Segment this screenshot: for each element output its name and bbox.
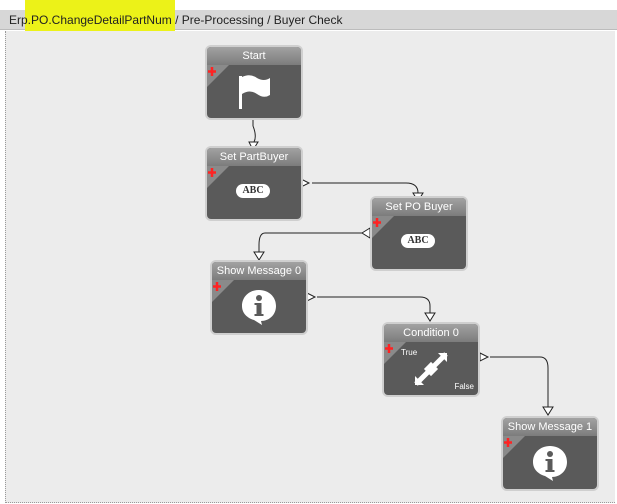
add-icon[interactable]: [207, 166, 229, 188]
add-icon[interactable]: [503, 436, 525, 458]
node-title: Show Message 1: [503, 418, 597, 436]
add-icon[interactable]: [207, 65, 229, 87]
flag-icon: [239, 75, 270, 109]
add-icon[interactable]: [372, 216, 394, 238]
breadcrumb: Erp.PO.ChangeDetailPartNum / Pre-Process…: [9, 13, 342, 27]
add-icon[interactable]: [384, 342, 406, 364]
set-field-icon: ABC: [401, 234, 435, 248]
node-show-message-0[interactable]: Show Message 0: [212, 262, 306, 333]
add-icon[interactable]: [212, 280, 234, 302]
node-title: Show Message 0: [212, 262, 306, 280]
info-bubble-icon: [242, 290, 276, 325]
node-condition-0[interactable]: Condition 0 True False: [384, 324, 478, 395]
breadcrumb-path: / Pre-Processing / Buyer Check: [171, 13, 343, 27]
breadcrumb-highlight: [25, 0, 175, 37]
breadcrumb-method[interactable]: Erp.PO.ChangeDetailPartNum: [9, 13, 172, 27]
node-title: Condition 0: [384, 324, 478, 342]
node-title: Start: [207, 47, 301, 65]
node-set-partbuyer[interactable]: Set PartBuyer ABC: [207, 148, 301, 219]
true-port-label: True: [401, 348, 418, 357]
node-title: Set PO Buyer: [372, 198, 466, 216]
condition-arrow-icon: [414, 352, 448, 386]
false-port-label: False: [454, 382, 474, 391]
node-show-message-1[interactable]: Show Message 1: [503, 418, 597, 489]
node-set-po-buyer[interactable]: Set PO Buyer ABC: [372, 198, 466, 269]
set-field-icon: ABC: [236, 184, 270, 198]
node-title: Set PartBuyer: [207, 148, 301, 166]
node-start[interactable]: Start: [207, 47, 301, 118]
info-bubble-icon: [533, 446, 567, 481]
